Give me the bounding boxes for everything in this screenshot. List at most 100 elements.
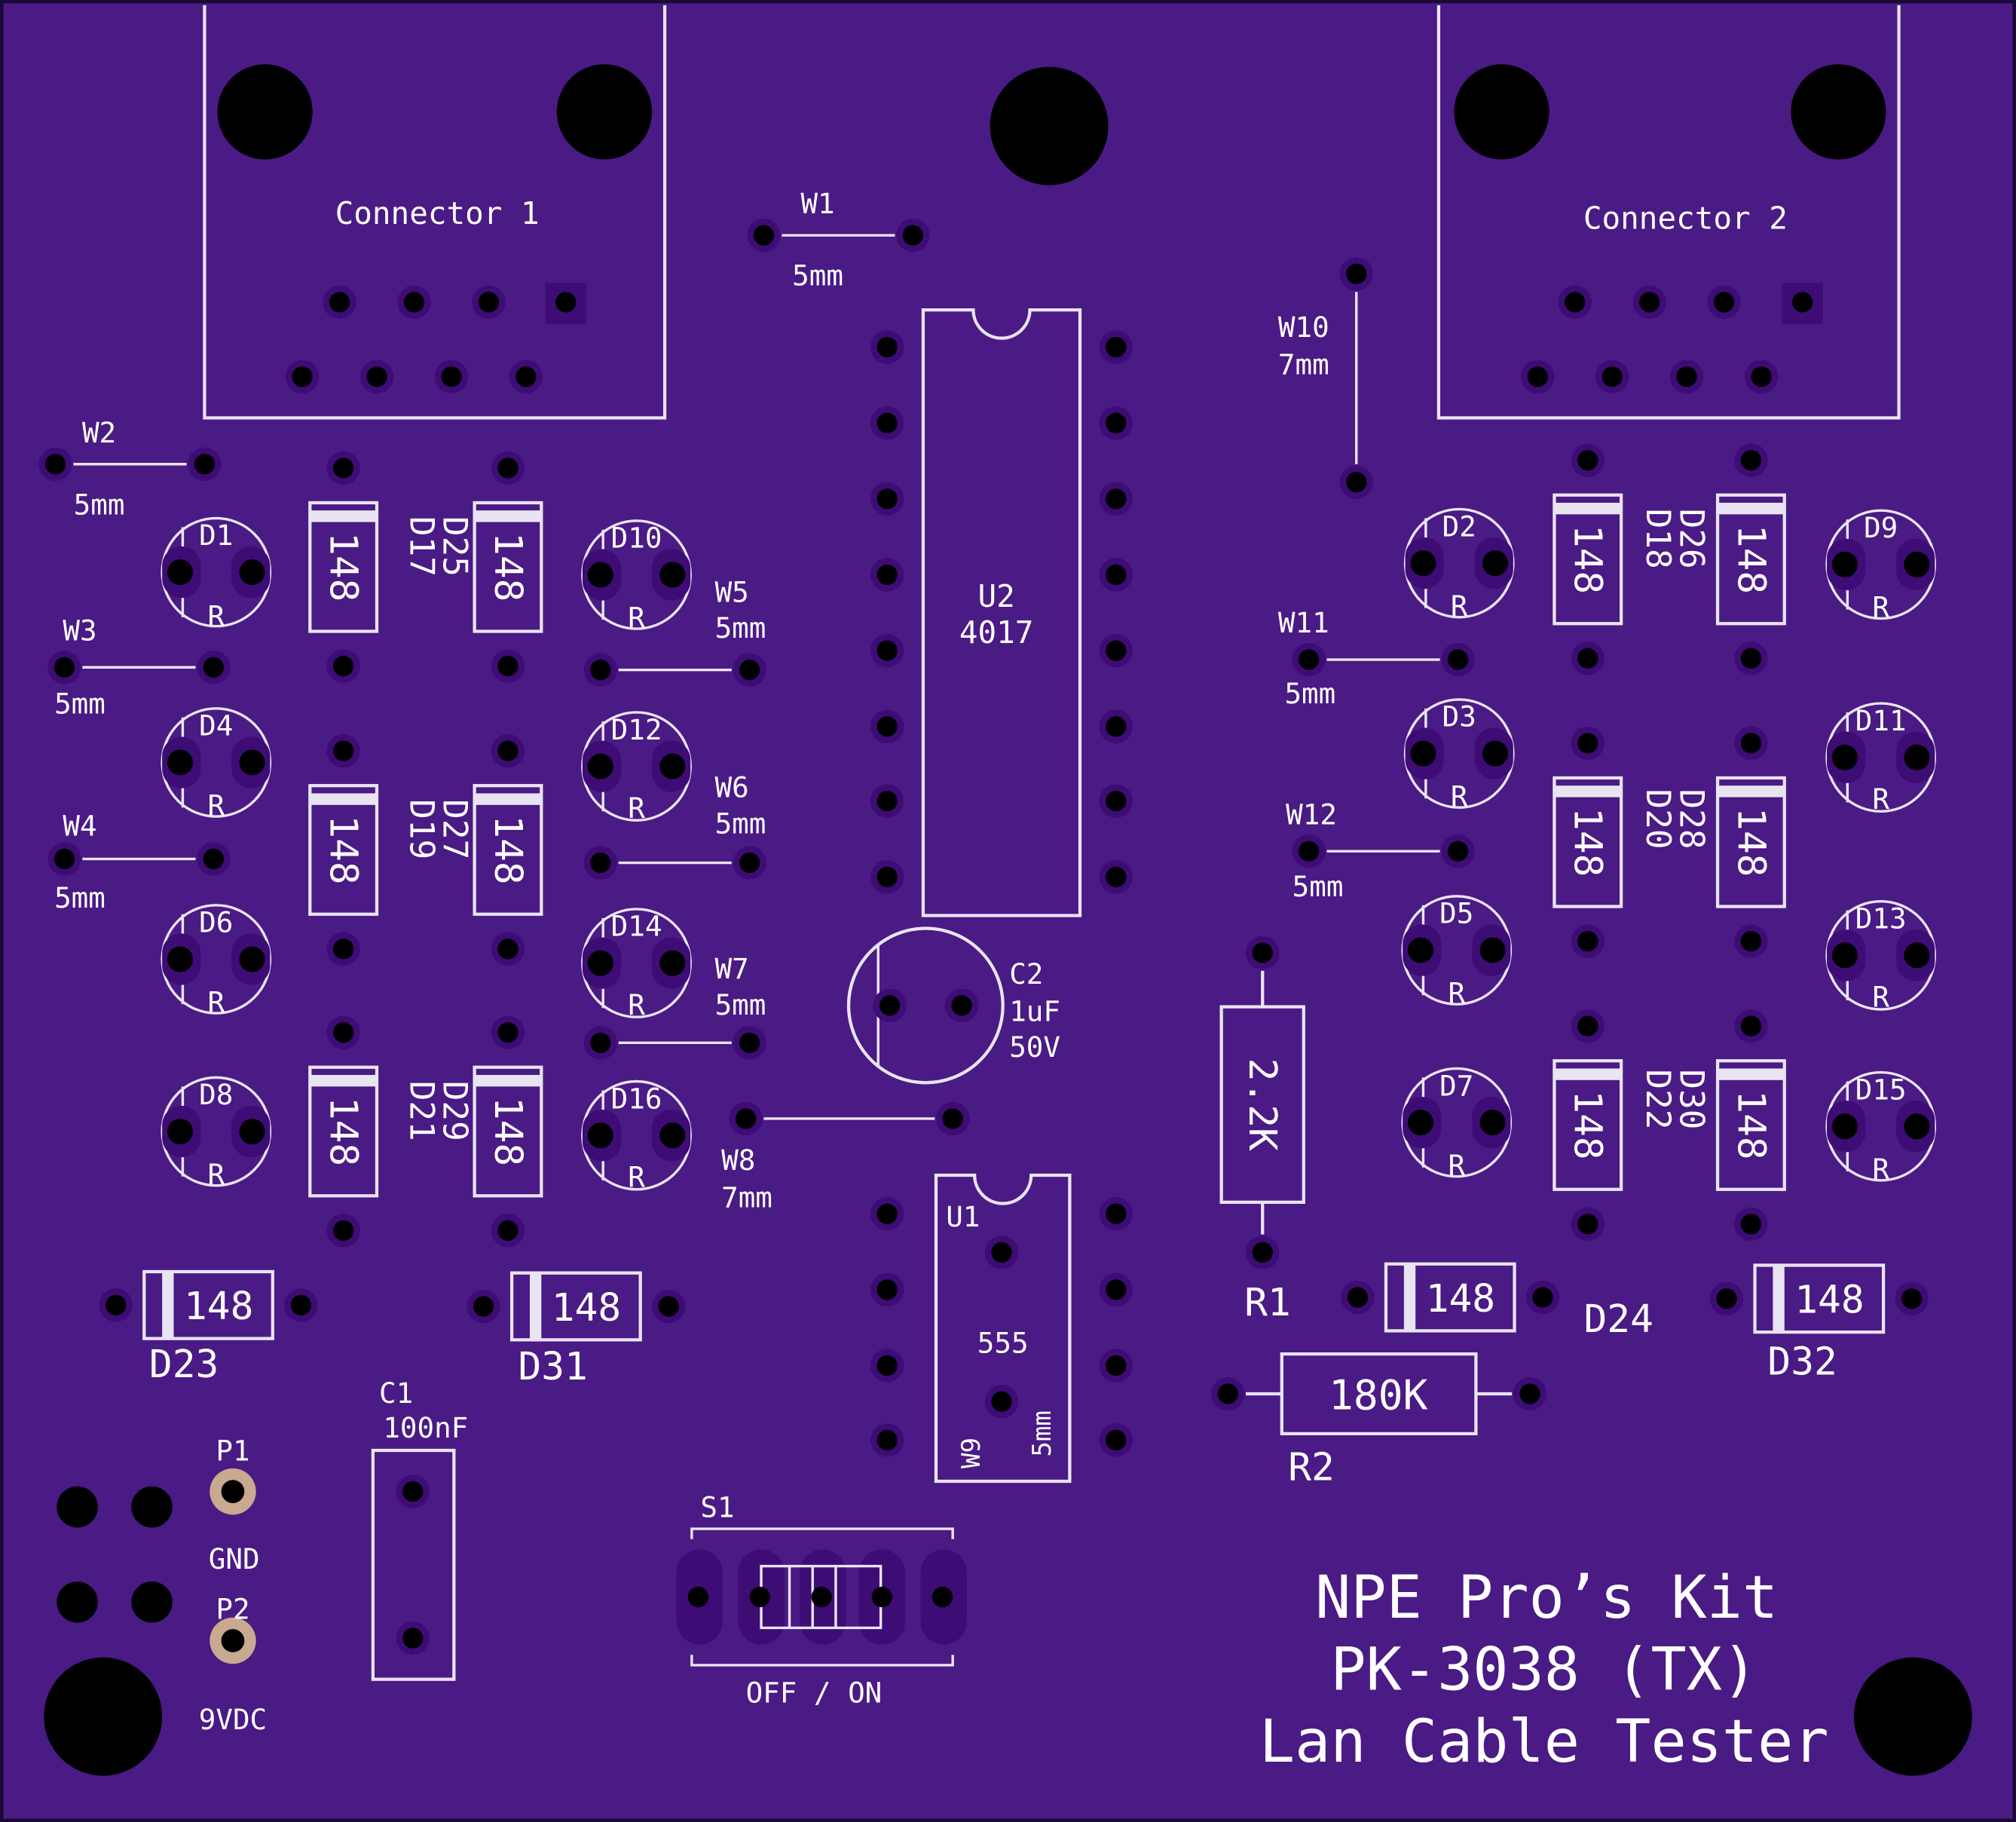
diodes-value-text: 148 — [552, 1286, 621, 1331]
diodes-value-text: 148 — [1565, 807, 1610, 877]
connector-2-label: Connector 2 — [1583, 201, 1788, 237]
leds-r_mark-text: R — [1872, 981, 1889, 1014]
capacitor-c1: C1 100nF — [371, 1376, 468, 1681]
diodes-value-text: 148 — [1426, 1277, 1495, 1321]
leds-d2-text: D2 — [1442, 510, 1476, 543]
wire-w3: W3 5mm — [47, 614, 230, 721]
diodes-value-text: 148 — [485, 1097, 530, 1166]
resistor-r2: 180K R2 — [1211, 1352, 1547, 1490]
leds-d8-text: D8 — [199, 1078, 233, 1111]
leds-d12-text: D12 — [611, 713, 662, 746]
wires-w6-ref-text: W6 — [715, 771, 749, 804]
title-block: NPE Pro’s Kit PK-3038 (TX) Lan Cable Tes… — [1259, 1563, 1829, 1776]
wire-w2: W2 5mm — [38, 416, 221, 521]
wires-w1-len-text: 5mm — [792, 259, 843, 292]
diode-d27: 148 — [475, 734, 542, 966]
wire-w6: W6 5mm — [584, 771, 766, 880]
ic-u2-4017: U2 4017 — [870, 308, 1133, 917]
led-d7: D7 R — [1401, 1067, 1513, 1182]
ic-u2-part-text: 4017 — [959, 614, 1034, 651]
wires-w3-len-text: 5mm — [54, 687, 106, 721]
wire-w10: W10 7mm — [1278, 257, 1373, 499]
diodes-value-text: 148 — [485, 532, 530, 602]
wire-w1: W1 5mm — [747, 187, 929, 292]
wires-w10-len-text: 7mm — [1278, 348, 1329, 381]
wires-w10-ref-text: W10 — [1278, 311, 1329, 344]
diodes-value-text: 148 — [1728, 525, 1773, 594]
led-d11: D11 R — [1825, 702, 1937, 816]
led-d14: D14 R — [581, 908, 692, 1021]
title-line-3: Lan Cable Tester — [1259, 1707, 1829, 1776]
caps-c2-ref-text: C2 — [1009, 957, 1043, 991]
pad-p2: P2 — [210, 1592, 256, 1664]
diode-d17-ref: D17 — [402, 516, 440, 577]
wire-w7: W7 5mm — [584, 952, 766, 1059]
title-line-1: NPE Pro’s Kit — [1315, 1563, 1778, 1632]
wires-w12-ref-text: W12 — [1286, 798, 1337, 831]
leds-d5-text: D5 — [1439, 897, 1473, 930]
pads-p2-text: P2 — [216, 1592, 249, 1625]
connector-2: Connector 2 — [1436, 5, 1901, 420]
leds-r_mark-text: R — [628, 988, 645, 1021]
led-d8: D8 R — [161, 1076, 272, 1191]
pad-p1: P1 — [210, 1435, 256, 1515]
wires-w5-len-text: 5mm — [715, 611, 766, 645]
ic-u1-555: U1 555 W9 5mm — [870, 1173, 1133, 1484]
wires-w7-len-text: 5mm — [715, 988, 766, 1021]
ic-u2-ref-text: U2 — [978, 578, 1015, 614]
diodes-d24-text: D24 — [1584, 1297, 1653, 1342]
diodes-value-text: 148 — [321, 1097, 366, 1166]
diode-d21: 148 — [310, 1016, 377, 1248]
diode-d31: 148 D31 — [467, 1273, 685, 1389]
leds-r_mark-text: R — [1451, 779, 1468, 813]
leds-d15-text: D15 — [1855, 1073, 1907, 1106]
capacitor-c2: C2 1uF 50V — [846, 926, 1060, 1085]
wires-w11-ref-text: W11 — [1278, 606, 1329, 639]
wires-w4-len-text: 5mm — [54, 881, 106, 914]
led-d13: D13 R — [1825, 900, 1937, 1014]
connector-1-label: Connector 1 — [335, 195, 540, 231]
diode-d23: 148 D23 — [99, 1272, 318, 1387]
wires-w4-ref-text: W4 — [63, 810, 96, 843]
led-d6: D6 R — [161, 904, 272, 1018]
leds-d3-text: D3 — [1442, 700, 1476, 733]
leds-r_mark-text: R — [207, 985, 225, 1018]
led-d3: D3 R — [1403, 698, 1515, 813]
diodes-value-text: 148 — [321, 532, 366, 602]
led-d15: D15 R — [1825, 1070, 1937, 1186]
wires-w12-len-text: 5mm — [1293, 870, 1344, 903]
leds-d1-text: D1 — [199, 519, 233, 552]
leds-r_mark-text: R — [628, 792, 645, 825]
leds-d13-text: D13 — [1855, 902, 1907, 935]
diode-d20-ref: D20 — [1638, 789, 1677, 850]
diodes-value-text: 148 — [1728, 1090, 1773, 1159]
diode-d30-ref: D30 — [1672, 1069, 1711, 1129]
diode-d32: 148 D32 — [1710, 1265, 1929, 1384]
leds-r_mark-text: R — [207, 789, 225, 822]
leds-r_mark-text: R — [1872, 1153, 1889, 1186]
diode-d22-ref: D22 — [1638, 1069, 1677, 1129]
diode-d25: 148 — [475, 452, 542, 683]
diode-d26-ref: D26 — [1672, 509, 1711, 569]
diode-d22: 148 — [1554, 1009, 1621, 1241]
diodes-value-text: 148 — [485, 815, 530, 884]
wires-w8-len-text: 7mm — [721, 1181, 772, 1214]
resistors-r1-value-text: 2.2K — [1240, 1058, 1284, 1151]
wires-w11-len-text: 5mm — [1284, 677, 1335, 710]
wires-w3-ref-text: W3 — [63, 614, 96, 647]
mounting-holes — [44, 66, 1972, 1776]
switch-ref-text: S1 — [700, 1491, 734, 1524]
leds-r_mark-text: R — [1451, 589, 1468, 623]
leds-r_mark-text: R — [1872, 782, 1889, 816]
leds-d14-text: D14 — [611, 910, 662, 943]
led-d16: D16 R — [581, 1079, 692, 1193]
power-input: P1 GND P2 9VDC — [57, 1435, 267, 1736]
leds-d10-text: D10 — [611, 522, 662, 555]
wire-w9-ref: W9 — [956, 1438, 987, 1468]
diodes-value-text: 148 — [1565, 1090, 1610, 1159]
wires-w1-ref-text: W1 — [800, 187, 834, 220]
wire-w5: W5 5mm — [584, 575, 766, 687]
led-d9: D9 R — [1825, 509, 1937, 624]
diode-d18: 148 — [1554, 443, 1621, 675]
caps-c2-value-text: 1uF — [1009, 994, 1060, 1027]
